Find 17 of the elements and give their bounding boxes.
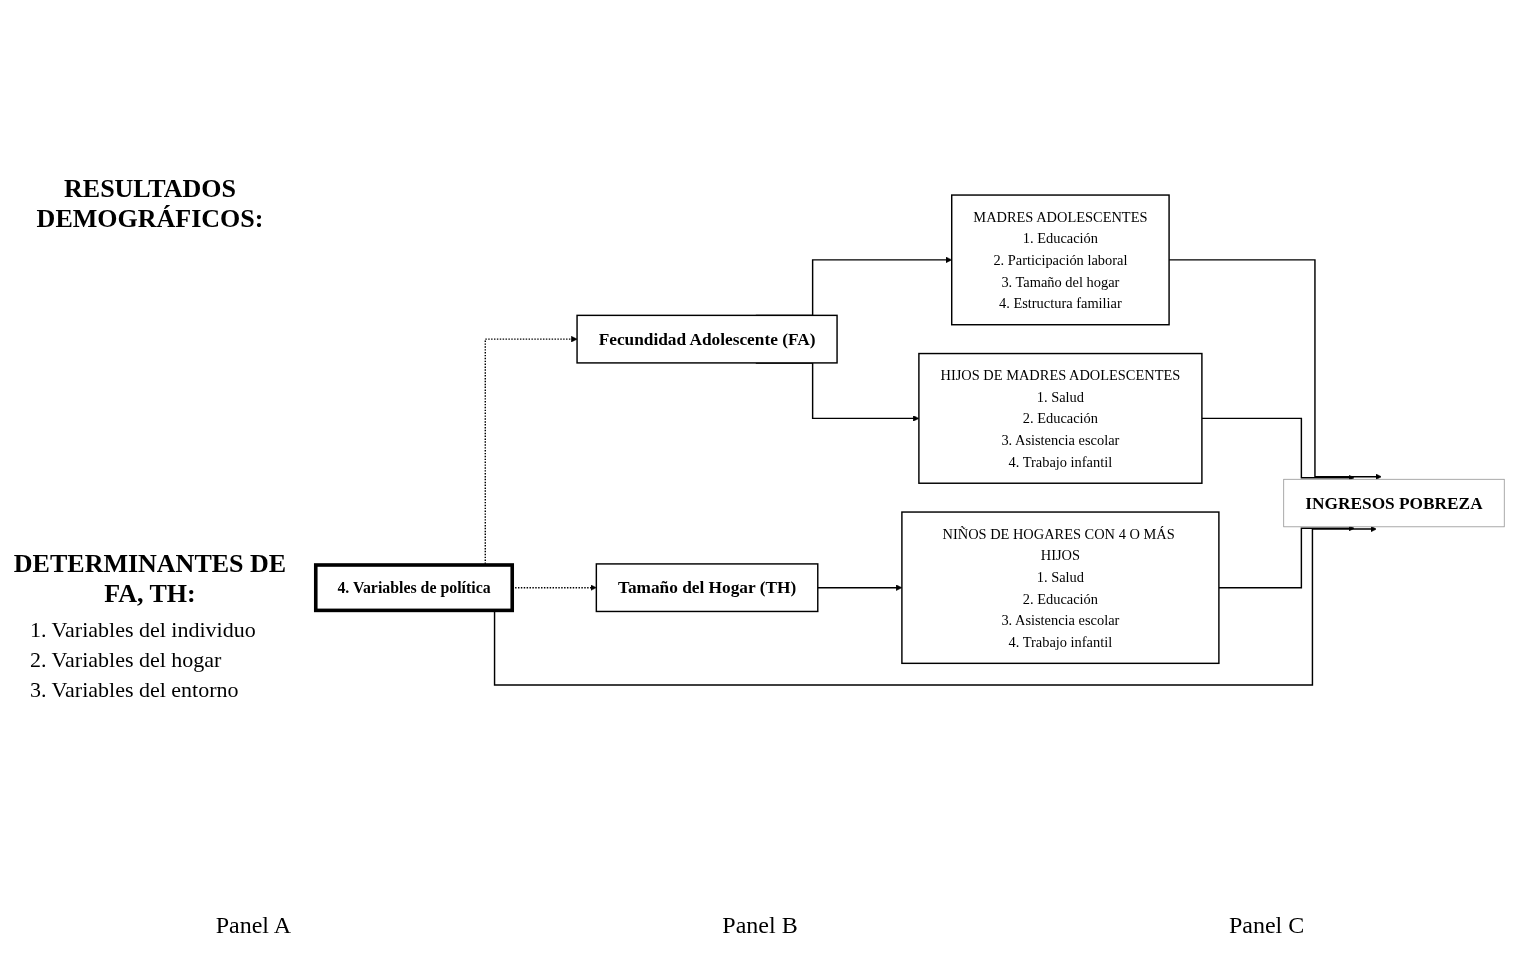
heading: DETERMINANTES DE FA, TH:: [12, 548, 288, 609]
panel-label: Panel C: [1228, 912, 1305, 939]
list-item: 1. Variables del individuo: [30, 616, 257, 643]
list-item: 3. Variables del entorno: [30, 676, 240, 703]
heading: RESULTADOS DEMOGRÁFICOS:: [35, 173, 265, 234]
node-box: Tamaño del Hogar (TH): [595, 563, 819, 613]
node-box: MADRES ADOLESCENTES 1. Educación 2. Participación laboral 3. Tamaño del hogar 4. Estructura familiar: [951, 194, 1170, 326]
node-box: Fecundidad Adolescente (FA): [576, 314, 838, 364]
panel-label: Panel B: [722, 912, 798, 939]
node-box: NIÑOS DE HOGARES CON 4 O MÁS HIJOS 1. Salud 2. Educación 3. Asistencia escolar 4. Trabajo infantil: [901, 511, 1220, 665]
node-box: 4. Variables de política: [313, 563, 514, 613]
panel-label: Panel A: [215, 912, 291, 939]
list-item: 2. Variables del hogar: [30, 646, 223, 673]
node-box: INGRESOS POBREZA: [1283, 478, 1505, 528]
arrow: [1218, 525, 1355, 589]
node-box: HIJOS DE MADRES ADOLESCENTES 1. Salud 2. Educación 3. Asistencia escolar 4. Trabajo infantil: [918, 352, 1203, 484]
arrow: [1201, 417, 1355, 481]
